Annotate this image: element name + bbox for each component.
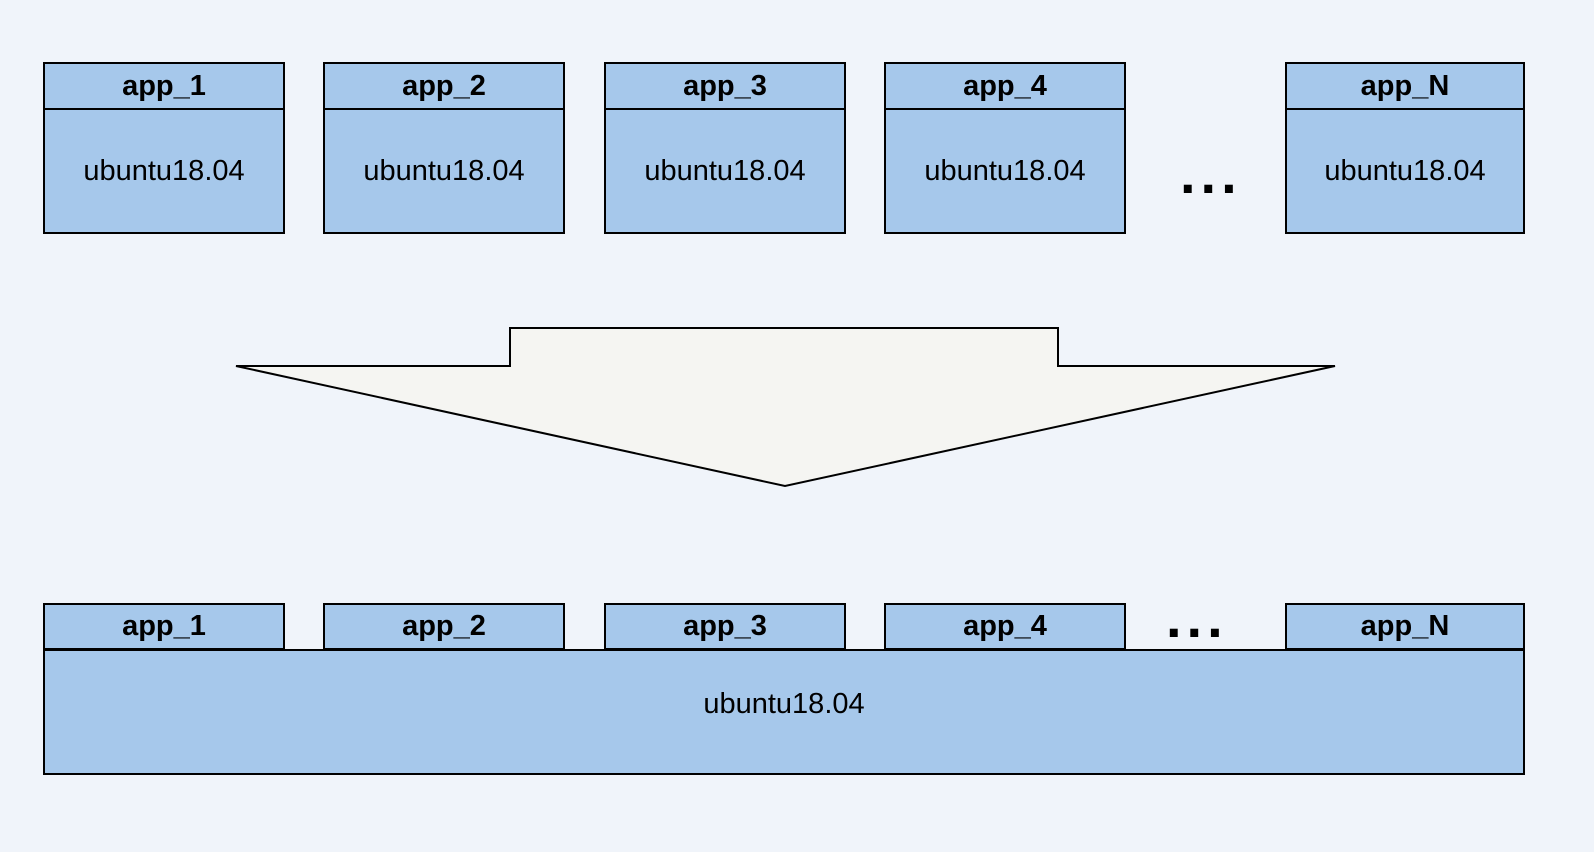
tab-app-3: app_3 [604, 603, 846, 650]
app-box-3: app_3 ubuntu18.04 [604, 62, 846, 234]
shared-os-label: ubuntu18.04 [703, 687, 865, 720]
tab-app-2: app_2 [323, 603, 565, 650]
app-box-1-os: ubuntu18.04 [83, 154, 245, 187]
app-box-4: app_4 ubuntu18.04 [884, 62, 1126, 234]
app-box-3-title: app_3 [606, 64, 844, 110]
app-box-n: app_N ubuntu18.04 [1285, 62, 1525, 234]
app-box-2: app_2 ubuntu18.04 [323, 62, 565, 234]
app-box-1: app_1 ubuntu18.04 [43, 62, 285, 234]
app-box-3-os: ubuntu18.04 [644, 154, 806, 187]
shared-os-box: ubuntu18.04 [43, 649, 1525, 775]
app-box-2-title: app_2 [325, 64, 563, 110]
down-arrow-shape [235, 327, 1336, 488]
app-box-4-title: app_4 [886, 64, 1124, 110]
ellipsis-bottom: ... [1166, 586, 1228, 649]
tab-app-4: app_4 [884, 603, 1126, 650]
app-box-4-os: ubuntu18.04 [924, 154, 1086, 187]
app-box-2-os: ubuntu18.04 [363, 154, 525, 187]
app-box-1-title: app_1 [45, 64, 283, 110]
app-box-n-title: app_N [1287, 64, 1523, 110]
tab-app-n: app_N [1285, 603, 1525, 650]
app-box-n-os: ubuntu18.04 [1324, 154, 1486, 187]
ellipsis-top: ... [1180, 142, 1242, 205]
tab-app-1: app_1 [43, 603, 285, 650]
